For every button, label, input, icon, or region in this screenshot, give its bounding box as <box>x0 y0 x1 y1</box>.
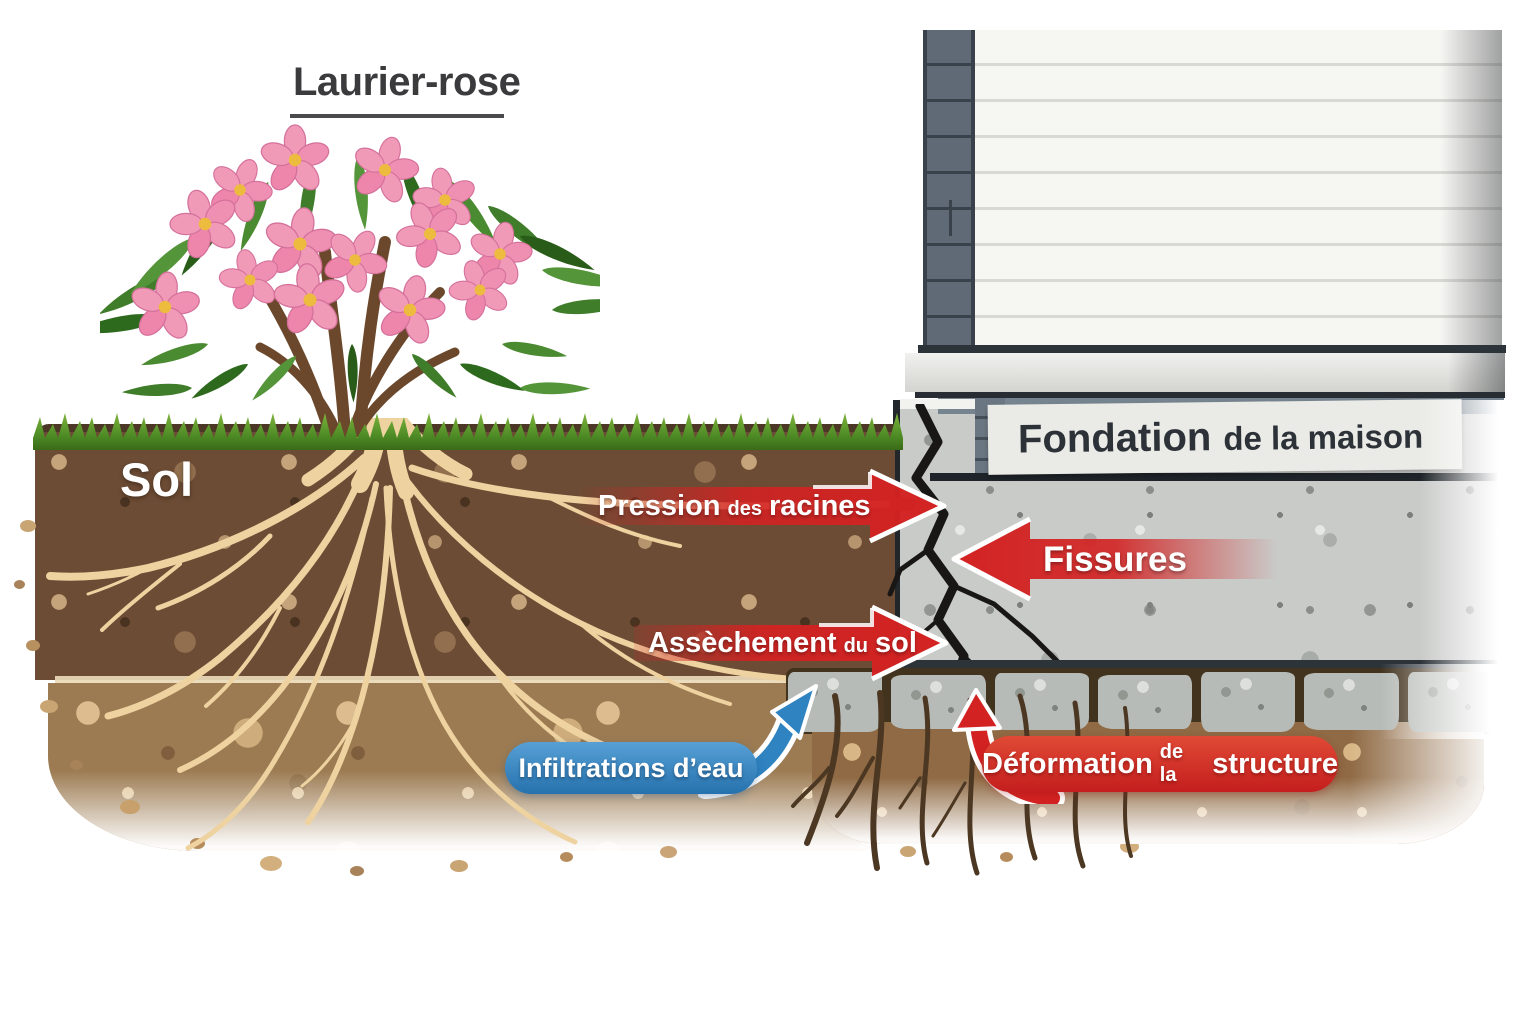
pebble <box>26 640 40 651</box>
infiltrations-label: Infiltrations d’eau <box>518 752 744 783</box>
pebble <box>14 580 25 589</box>
pebble <box>350 866 364 876</box>
house-sill-shadow <box>1448 353 1505 392</box>
grass-strip <box>33 413 903 450</box>
pebble <box>120 800 140 814</box>
title-underline <box>290 114 504 118</box>
fissures-word: Fissures <box>1043 540 1187 579</box>
house-base-strip <box>918 345 1506 353</box>
annotation-pression: Pression des racines <box>578 467 948 545</box>
foundation-banner: Fondation de la maison <box>987 399 1463 475</box>
soil-layer-line <box>55 676 895 683</box>
pebble <box>260 856 282 871</box>
pebble <box>560 852 573 862</box>
annotation-infiltrations: Infiltrations d’eau <box>505 742 757 794</box>
footing-fade <box>1380 664 1505 739</box>
plant-flowers <box>124 124 541 354</box>
foundation-label-bold: Fondation <box>1017 414 1212 462</box>
deformation-word: structure <box>1212 747 1338 780</box>
deformation-word-small: de la <box>1159 741 1184 786</box>
pression-word: racines <box>768 490 871 522</box>
oleander-plant <box>100 124 600 437</box>
page-title: Laurier-rose <box>293 60 521 104</box>
pebble <box>40 700 58 713</box>
assechement-word: Assèchement <box>648 627 837 659</box>
left-arrow-icon <box>951 516 1278 602</box>
under-banner-line <box>930 473 1505 481</box>
right-arrow-icon <box>634 604 949 682</box>
annotation-fissures: Fissures <box>948 513 1278 605</box>
under-sill-line <box>915 392 1505 398</box>
foundation-wall-fade <box>1420 400 1505 674</box>
pression-word: Pression <box>598 490 721 522</box>
pebble <box>450 860 468 872</box>
deformation-word: Déformation <box>982 747 1153 780</box>
pebble <box>1000 852 1013 862</box>
right-arrow-icon <box>578 468 947 544</box>
pebble <box>900 846 916 857</box>
annotation-assechement: Assèchement du sol <box>634 601 949 685</box>
house-sill <box>905 353 1505 392</box>
pebble <box>70 760 83 770</box>
house-siding <box>975 30 1502 345</box>
assechement-word: sol <box>875 627 917 659</box>
pebble <box>660 846 677 858</box>
footing-block <box>1201 672 1296 732</box>
footing-block <box>1097 675 1193 729</box>
house-siding-shadow <box>1440 30 1502 345</box>
pression-word-small: des <box>727 498 762 520</box>
assechement-word-small: du <box>843 635 869 657</box>
foundation-label-rest: de la maison <box>1223 417 1424 458</box>
house-brick-column <box>923 30 975 345</box>
annotation-deformation: Déformation de la structure <box>982 736 1338 792</box>
soil-label: Sol <box>120 453 194 506</box>
foundation-wall-highlight <box>900 399 992 409</box>
pebble <box>20 520 36 532</box>
